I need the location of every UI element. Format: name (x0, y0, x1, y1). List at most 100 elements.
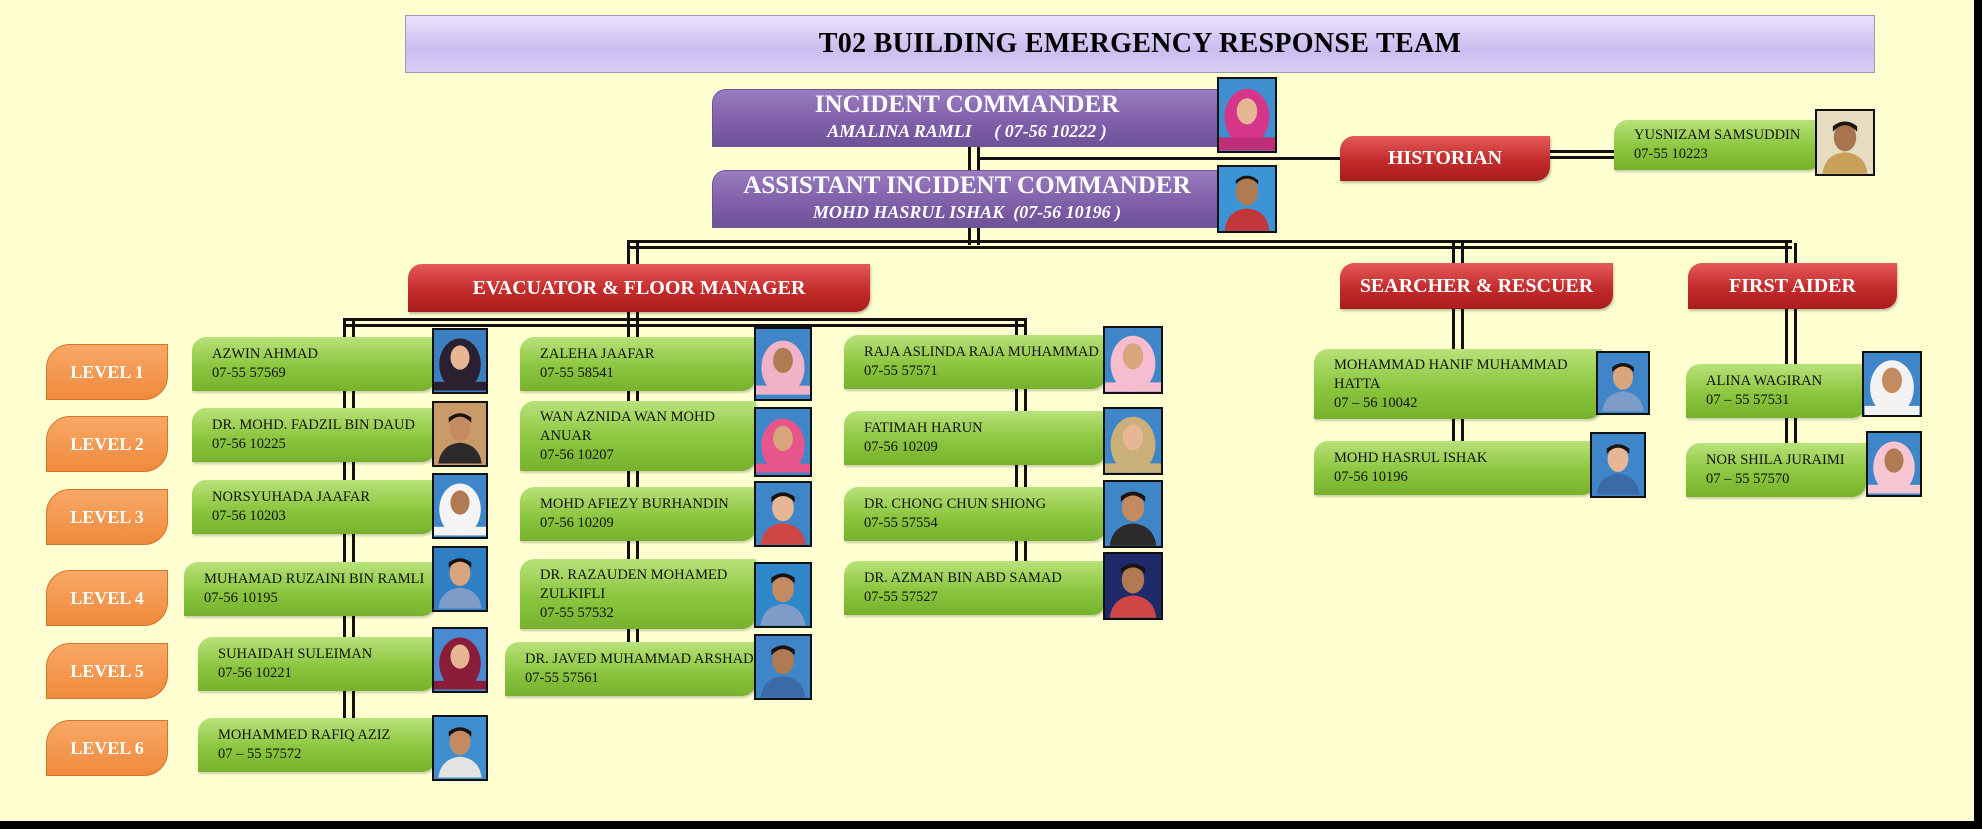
member-name-line2: HATTA (1334, 375, 1381, 392)
member-name: MOHAMMED RAFIQ AZIZ (218, 727, 391, 743)
assistant-commander-name: MOHD HASRUL ISHAK (07-56 10196 ) (812, 202, 1122, 222)
member-phone: 07-56 10203 (212, 508, 286, 524)
assistant-commander-box: ASSISTANT INCIDENT COMMANDER MOHD HASRUL… (712, 170, 1222, 228)
member-name: NORSYUHADA JAAFAR (212, 489, 371, 505)
searchers-photo (1596, 351, 1650, 415)
historian-name: YUSNIZAM SAMSUDDIN (1634, 127, 1801, 143)
member-phone: 07-55 57571 (864, 363, 938, 379)
evac-col1-card: DR. MOHD. FADZIL BIN DAUD 07-56 10225 (192, 408, 436, 462)
evac-col3-card: DR. CHONG CHUN SHIONG 07-55 57554 (844, 487, 1106, 541)
member-phone: 07-56 10221 (218, 665, 292, 681)
evac-col1-photo (432, 715, 488, 781)
member-name: DR. JAVED MUHAMMAD ARSHAD (525, 651, 754, 667)
searchers-card: MOHAMMAD HANIF MUHAMMAD HATTA 07 – 56 1004… (1314, 349, 1602, 419)
member-name: NOR SHILA JURAIMI (1706, 452, 1845, 468)
member-phone: 07-55 57554 (864, 515, 938, 531)
evac-col3-photo (1103, 407, 1163, 475)
evac-col1-photo (432, 401, 488, 467)
connector-evac-col2 (627, 310, 639, 650)
member-name: MOHD HASRUL ISHAK (1334, 450, 1488, 466)
incident-commander-box: INCIDENT COMMANDER AMALINA RAMLI ( 07-56… (712, 89, 1222, 147)
level-tag: LEVEL 1 (46, 344, 168, 400)
evac-col2-card: DR. RAZAUDEN MOHAMED ZULKIFLI 07-55 57532 (520, 559, 756, 629)
member-name: AZWIN AHMAD (212, 346, 318, 362)
member-name: MOHAMMAD HANIF MUHAMMAD (1334, 356, 1568, 373)
evac-col3-card: FATIMAH HARUN 07-56 10209 (844, 411, 1106, 465)
connector-searcher-drop (1452, 243, 1464, 265)
evac-col1-card: NORSYUHADA JAAFAR 07-56 10203 (192, 480, 436, 534)
member-name-line2: ZULKIFLI (540, 585, 606, 602)
connector-main-horizontal-2 (627, 246, 1792, 249)
first-aiders-photo (1862, 351, 1922, 417)
searchers-photo (1590, 432, 1646, 498)
member-name: DR. RAZAUDEN MOHAMED (540, 566, 728, 583)
member-phone: 07-56 10196 (1334, 469, 1408, 485)
evac-col1-card: MOHAMMED RAFIQ AZIZ 07 – 55 57572 (198, 718, 436, 772)
connector-evac-horizontal (343, 318, 1027, 321)
historian-label: HISTORIAN (1340, 136, 1550, 181)
level-tag: LEVEL 4 (46, 570, 168, 626)
evac-col1-photo (432, 328, 488, 394)
member-phone: 07-56 10209 (864, 439, 938, 455)
evac-col2-card: WAN AZNIDA WAN MOHD ANUAR 07-56 10207 (520, 401, 756, 471)
assistant-commander-photo (1217, 165, 1277, 233)
evac-col1-card: AZWIN AHMAD 07-55 57569 (192, 337, 436, 391)
member-phone: 07-56 10225 (212, 436, 286, 452)
member-phone: 07 – 55 57531 (1706, 392, 1790, 408)
member-name: MUHAMAD RUZAINI BIN RAMLI (204, 571, 425, 587)
evac-col1-photo (432, 546, 488, 612)
member-name-line2: ANUAR (540, 427, 592, 444)
page-title: T02 BUILDING EMERGENCY RESPONSE TEAM (405, 15, 1875, 73)
evac-col2-card: DR. JAVED MUHAMMAD ARSHAD 07-55 57561 (505, 642, 756, 696)
connector-historian (980, 157, 1340, 160)
evac-col2-card: MOHD AFIEZY BURHANDIN 07-56 10209 (520, 487, 756, 541)
evac-col3-photo (1103, 480, 1163, 548)
member-phone: 07 – 56 10042 (1334, 394, 1418, 411)
incident-commander-name: AMALINA RAMLI ( 07-56 10222 ) (827, 121, 1107, 141)
member-name: DR. AZMAN BIN ABD SAMAD (864, 570, 1062, 586)
bottom-frame (0, 821, 1982, 829)
level-tag: LEVEL 6 (46, 720, 168, 776)
connector-main-horizontal (627, 240, 1792, 243)
evac-col1-card: SUHAIDAH SULEIMAN 07-56 10221 (198, 637, 436, 691)
historian-card: YUSNIZAM SAMSUDDIN 07-55 10223 (1614, 120, 1822, 170)
evacuator-group-label: EVACUATOR & FLOOR MANAGER (408, 264, 870, 312)
historian-phone: 07-55 10223 (1634, 146, 1708, 162)
member-name: MOHD AFIEZY BURHANDIN (540, 496, 729, 512)
member-name: ZALEHA JAAFAR (540, 346, 655, 362)
member-phone: 07-55 57561 (525, 670, 599, 686)
member-phone: 07 – 55 57572 (218, 746, 302, 762)
member-name: WAN AZNIDA WAN MOHD (540, 408, 715, 425)
member-name: DR. CHONG CHUN SHIONG (864, 496, 1047, 512)
searchers-card: MOHD HASRUL ISHAK 07-56 10196 (1314, 441, 1596, 495)
connector-evac-drop (627, 243, 639, 265)
evac-col1-photo (432, 627, 488, 693)
evac-col2-photo (754, 634, 812, 700)
searcher-group-label: SEARCHER & RESCUER (1340, 263, 1613, 309)
assistant-commander-role: ASSISTANT INCIDENT COMMANDER (743, 172, 1191, 199)
member-phone: 07-55 57569 (212, 365, 286, 381)
member-phone: 07-55 57532 (540, 604, 614, 621)
evac-col2-photo (754, 327, 812, 401)
incident-commander-role: INCIDENT COMMANDER (814, 91, 1120, 118)
first-aiders-card: NOR SHILA JURAIMI 07 – 55 57570 (1686, 443, 1866, 497)
member-phone: 07-56 10207 (540, 446, 614, 463)
level-tag: LEVEL 5 (46, 643, 168, 699)
level-tag: LEVEL 2 (46, 416, 168, 472)
member-name: FATIMAH HARUN (864, 420, 983, 436)
incident-commander-photo (1217, 77, 1277, 153)
evac-col3-photo (1103, 552, 1163, 620)
member-name: DR. MOHD. FADZIL BIN DAUD (212, 417, 415, 433)
member-phone: 07-56 10209 (540, 515, 614, 531)
member-phone: 07 – 55 57570 (1706, 471, 1790, 487)
member-name: SUHAIDAH SULEIMAN (218, 646, 373, 662)
evac-col3-photo (1103, 326, 1163, 394)
first-aiders-photo (1866, 431, 1922, 497)
evac-col1-photo (432, 473, 488, 539)
